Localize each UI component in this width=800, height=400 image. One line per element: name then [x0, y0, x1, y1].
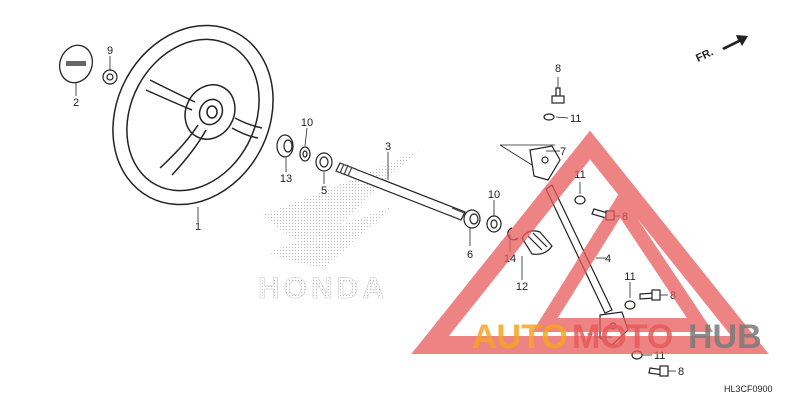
washer	[574, 195, 586, 205]
watermark-moto: MOTO	[572, 318, 673, 356]
label-4: 4	[605, 253, 611, 265]
bolt	[639, 289, 661, 301]
bearing	[315, 152, 333, 172]
joint-clamp	[529, 145, 561, 181]
label-5: 5	[321, 185, 327, 197]
label-6: 6	[467, 249, 473, 261]
front-direction-indicator: FR.	[694, 35, 748, 65]
bushing	[463, 209, 481, 229]
honda-logo-background: HONDA	[258, 150, 420, 305]
label-8-bottom: 8	[678, 366, 684, 378]
bolt	[648, 365, 669, 377]
label-10-lower: 10	[488, 189, 500, 201]
label-9: 9	[107, 45, 113, 57]
center-cap	[58, 44, 94, 84]
watermark-triangle-logo	[411, 130, 769, 354]
label-11-middle: 11	[574, 169, 585, 181]
label-2: 2	[73, 97, 79, 109]
label-10-upper: 10	[301, 117, 313, 129]
figure-code: HL3CF0900	[724, 384, 773, 394]
label-11-top: 11	[570, 113, 581, 125]
washer	[299, 146, 311, 162]
label-8-top: 8	[555, 63, 561, 75]
label-11-lower: 11	[624, 271, 635, 283]
watermark-auto: AUTO	[472, 318, 568, 356]
bolt	[551, 87, 565, 104]
washer	[624, 300, 636, 310]
label-1: 1	[195, 221, 201, 233]
honda-logo-text: HONDA	[258, 272, 388, 305]
washer	[486, 215, 502, 233]
upper-shaft	[335, 162, 466, 221]
label-13: 13	[280, 173, 292, 185]
front-arrow-icon	[722, 35, 748, 50]
watermark-hub: HUB	[688, 318, 762, 356]
label-12: 12	[516, 281, 528, 293]
label-7-upper: 7	[560, 146, 566, 158]
label-3: 3	[385, 141, 391, 153]
front-direction-label: FR.	[694, 46, 715, 64]
steering-wheel	[112, 24, 274, 206]
nut	[102, 69, 118, 85]
seal	[276, 134, 294, 158]
label-11-bottom: 11	[654, 350, 665, 362]
watermark: AUTO MOTO HUB	[411, 130, 769, 356]
washer	[543, 113, 555, 121]
